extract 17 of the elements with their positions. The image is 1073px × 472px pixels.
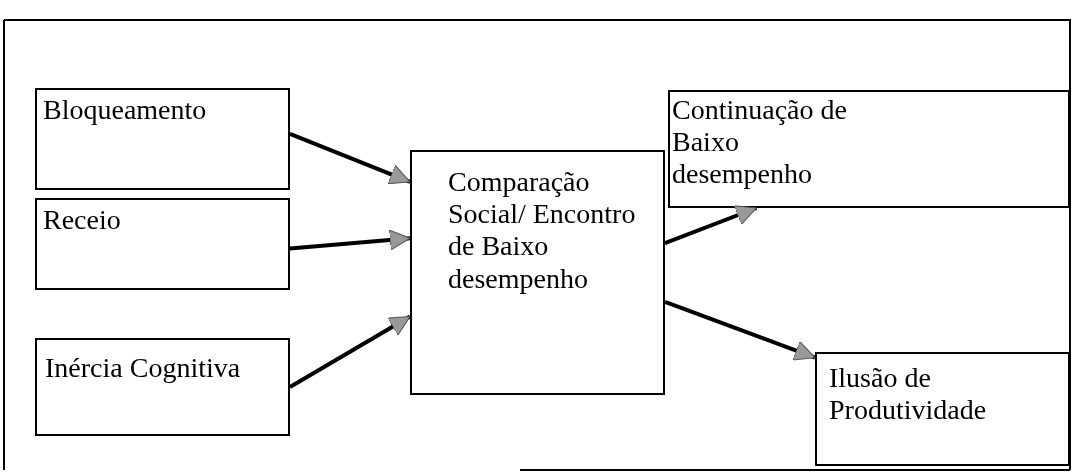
text-box bbox=[35, 338, 290, 436]
text-box bbox=[410, 150, 665, 395]
arrow bbox=[289, 132, 411, 185]
text-box bbox=[815, 352, 1070, 466]
text-box bbox=[35, 88, 290, 190]
box-label: Comparação Social/ Encontro de Baixo desempenho bbox=[448, 166, 637, 295]
arrow bbox=[664, 300, 816, 361]
text-box bbox=[668, 90, 1070, 208]
arrow bbox=[664, 205, 758, 245]
box-label: Continuação de Baixo desempenho bbox=[672, 94, 848, 191]
box-label: Inércia Cognitiva bbox=[45, 352, 242, 385]
box-label: Ilusão de Produtividade bbox=[829, 362, 988, 427]
text-box bbox=[35, 198, 290, 290]
arrow bbox=[289, 229, 411, 251]
box-label: Bloqueamento bbox=[43, 94, 208, 127]
arrow bbox=[289, 314, 411, 389]
box-label: Receio bbox=[43, 204, 122, 237]
